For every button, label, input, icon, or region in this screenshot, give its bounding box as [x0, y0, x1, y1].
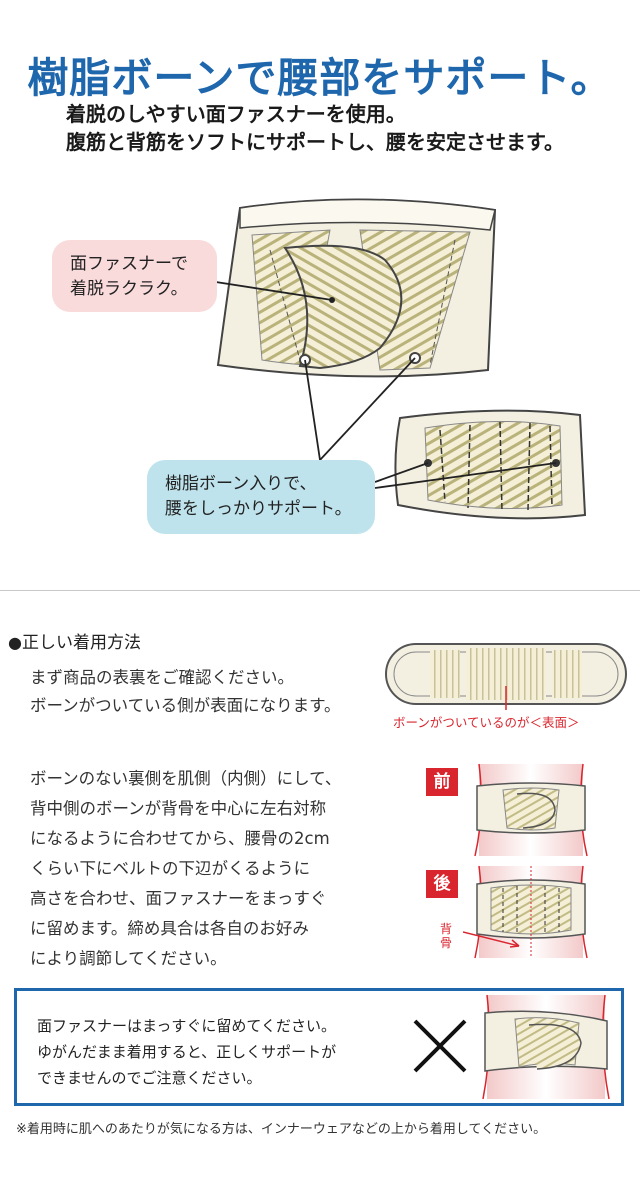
velcro-flap — [283, 244, 403, 370]
intro-text: 着脱のしやすい面ファスナーを使用。 腹筋と背筋をソフトにサポートし、腰を安定させ… — [66, 100, 564, 156]
howto-title-text: 正しい着用方法 — [21, 633, 141, 653]
front-tag: 前 — [426, 768, 458, 796]
callout-bones-line-2: 腰をしっかりサポート。 — [165, 499, 352, 519]
howto-p2-line-5: 高さを合わせ、面ファスナーをまっすぐ — [30, 889, 327, 908]
howto-p2-line-7: により調節してください。 — [30, 949, 227, 968]
wearing-illustration — [463, 763, 588, 959]
howto-p2-line-6: に留めます。締め具合は各自のお好み — [30, 919, 309, 938]
footnote: ※着用時に肌へのあたりが気になる方は、インナーウェアなどの上から着用してください… — [16, 1122, 547, 1137]
warning-box: 面ファスナーはまっすぐに留めてください。 ゆがんだまま着用すると、正しくサポート… — [14, 988, 624, 1106]
cross-icon — [413, 1019, 467, 1073]
warning-line-1: 面ファスナーはまっすぐに留めてください。 — [37, 1017, 336, 1035]
intro-line-1: 着脱のしやすい面ファスナーを使用。 — [66, 102, 406, 126]
flat-belt-illustration — [385, 643, 627, 710]
warning-text: 面ファスナーはまっすぐに留めてください。 ゆがんだまま着用すると、正しくサポート… — [37, 1013, 336, 1091]
warning-line-3: できませんのでご注意ください。 — [37, 1069, 262, 1087]
howto-title: ●正しい着用方法 — [8, 628, 141, 653]
callout-velcro: 面ファスナーで 着脱ラクラク。 — [52, 240, 217, 312]
callout-bones-line-1: 樹脂ボーン入りで、 — [165, 474, 317, 494]
howto-p2-line-1: ボーンのない裏側を肌側（内側）にして、 — [30, 769, 342, 788]
howto-p2-line-4: くらい下にベルトの下辺がくるように — [30, 859, 311, 878]
callout-velcro-line-2: 着脱ラクラク。 — [70, 279, 188, 299]
wrong-wearing-illustration — [413, 994, 610, 1100]
section-divider — [0, 590, 640, 591]
howto-p1-line-1: まず商品の表裏をご確認ください。 — [30, 668, 294, 687]
back-tag: 後 — [426, 870, 458, 898]
headline: 樹脂ボーンで腰部をサポート。 — [27, 54, 613, 102]
howto-p1-line-2: ボーンがついている側が表面になります。 — [30, 696, 341, 715]
front-side-caption: ボーンがついているのが＜表面＞ — [393, 715, 580, 730]
howto-p2-line-2: 背中側のボーンが背骨を中心に左右対称 — [30, 799, 327, 818]
belt-illustration — [189, 198, 587, 520]
howto-paragraph-2: ボーンのない裏側を肌側（内側）にして、 背中側のボーンが背骨を中心に左右対称 に… — [30, 764, 341, 974]
belt-top-edge — [239, 198, 496, 231]
callout-velcro-line-1: 面ファスナーで — [70, 254, 188, 274]
howto-p2-line-3: になるように合わせてから、腰骨の2cm — [30, 829, 330, 848]
spine-label: 背骨 — [440, 922, 453, 950]
belt-back-stripes — [424, 420, 563, 510]
intro-line-2: 腹筋と背筋をソフトにサポートし、腰を安定させます。 — [66, 130, 564, 154]
bullet-icon: ● — [8, 633, 22, 652]
callout-bones: 樹脂ボーン入りで、 腰をしっかりサポート。 — [147, 460, 375, 534]
howto-paragraph-1: まず商品の表裏をご確認ください。 ボーンがついている側が表面になります。 — [30, 664, 341, 720]
warning-line-2: ゆがんだまま着用すると、正しくサポートが — [37, 1043, 337, 1061]
